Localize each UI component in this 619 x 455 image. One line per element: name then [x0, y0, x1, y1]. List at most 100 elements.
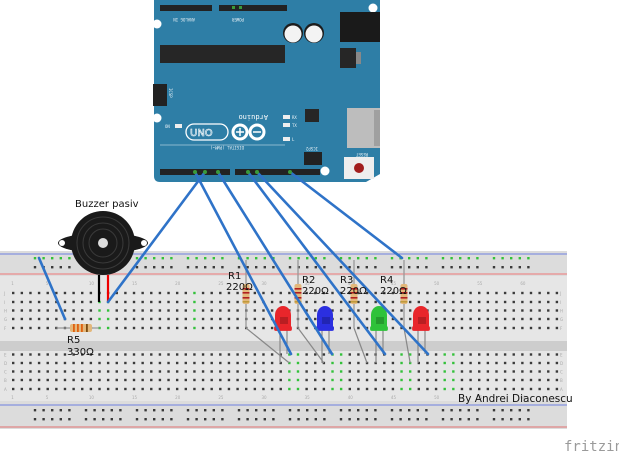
- rail-hole: [119, 409, 122, 412]
- resistor-band: [400, 301, 408, 303]
- led-red: [275, 306, 291, 330]
- breadboard-hole: [478, 378, 481, 382]
- row-letter: F: [4, 326, 7, 331]
- capacitor-top: [305, 25, 323, 43]
- breadboard-hole: [529, 309, 533, 312]
- breadboard-hole: [262, 353, 265, 356]
- breadboard-hole: [115, 387, 118, 391]
- breadboard-hole: [434, 370, 438, 373]
- breadboard-hole: [512, 370, 515, 373]
- breadboard-hole: [201, 387, 205, 391]
- breadboard-hole: [98, 361, 101, 365]
- breadboard-hole: [305, 378, 308, 382]
- rail-hole: [390, 266, 394, 269]
- resistor-band: [294, 288, 302, 290]
- arduino-wordmark: Arduino: [238, 113, 268, 121]
- l-label: L: [292, 137, 295, 142]
- resistor-band: [400, 292, 408, 294]
- breadboard-hole: [124, 361, 127, 365]
- breadboard-hole: [270, 387, 274, 391]
- rail-hole: [476, 418, 479, 421]
- rail-hole: [68, 266, 71, 269]
- breadboard-hole: [279, 291, 282, 295]
- breadboard-hole: [55, 387, 58, 391]
- breadboard-hole: [434, 300, 438, 304]
- rail-hole: [501, 257, 504, 260]
- breadboard-hole: [219, 309, 222, 312]
- column-number: 10: [89, 395, 95, 400]
- breadboard-hole: [46, 361, 49, 365]
- rail-hole: [357, 266, 360, 269]
- breadboard-hole: [348, 378, 351, 382]
- breadboard-hole: [460, 326, 464, 330]
- breadboard-hole: [175, 370, 179, 373]
- regulator-tab: [356, 52, 361, 64]
- breadboard-hole: [12, 353, 15, 356]
- breadboard-hole: [383, 300, 386, 304]
- breadboard-hole: [495, 326, 498, 330]
- rail-hole: [510, 409, 513, 412]
- breadboard-hole: [227, 317, 231, 321]
- buzzer-ring: [82, 222, 124, 264]
- rail-hole: [323, 418, 326, 421]
- breadboard-hole: [270, 291, 274, 295]
- rail-hole: [186, 418, 190, 421]
- breadboard-hole: [150, 353, 153, 356]
- breadboard-hole: [469, 361, 472, 365]
- rail-hole: [408, 418, 411, 421]
- breadboard-hole: [227, 387, 231, 391]
- breadboard-hole: [236, 353, 239, 356]
- digital-header-high: [235, 169, 320, 175]
- rail-hole: [102, 418, 105, 421]
- breadboard-hole: [512, 309, 515, 312]
- breadboard-hole: [150, 309, 153, 312]
- breadboard-hole: [331, 309, 334, 312]
- breadboard-hole: [478, 361, 481, 365]
- rail-hole: [33, 266, 37, 269]
- breadboard-hole: [245, 353, 248, 356]
- breadboard-hole: [434, 317, 438, 321]
- breadboard-hole: [193, 317, 196, 321]
- breadboard-hole: [184, 370, 187, 373]
- breadboard-hole: [538, 361, 541, 365]
- breadboard-hole: [201, 291, 205, 295]
- breadboard-hole: [365, 378, 369, 382]
- rail-hole: [408, 409, 411, 412]
- breadboard-hole: [521, 387, 524, 391]
- breadboard-hole: [365, 300, 369, 304]
- breadboard-hole: [374, 291, 377, 295]
- breadboard-hole: [132, 317, 136, 321]
- breadboard-hole: [55, 378, 58, 382]
- breadboard-hole: [12, 317, 15, 321]
- rail-hole: [527, 266, 530, 269]
- wire-gnd-to-r5: [37, 256, 67, 321]
- breadboard-hole: [270, 309, 274, 312]
- breadboard-hole: [210, 291, 213, 295]
- rail-hole: [374, 418, 377, 421]
- breadboard-hole: [434, 309, 438, 312]
- rail-hole: [314, 257, 317, 260]
- breadboard-hole: [219, 291, 222, 295]
- breadboard-hole: [314, 361, 317, 365]
- rail-hole: [42, 418, 45, 421]
- breadboard-hole: [150, 326, 153, 330]
- breadboard-hole: [141, 361, 144, 365]
- rail-hole: [255, 266, 258, 269]
- rail-hole: [323, 266, 326, 269]
- rail-hole: [153, 418, 156, 421]
- breadboard-hole: [314, 370, 317, 373]
- rail-hole: [119, 418, 122, 421]
- column-number: 60: [520, 281, 526, 286]
- breadboard-hole: [46, 309, 49, 312]
- header-pin-gnd: [232, 6, 235, 9]
- breadboard-hole: [63, 300, 67, 304]
- breadboard-hole: [236, 309, 239, 312]
- breadboard-hole: [158, 326, 162, 330]
- row-letter: J: [559, 291, 561, 296]
- header-connection: [255, 170, 259, 174]
- breadboard-hole: [357, 370, 360, 373]
- breadboard-hole: [124, 309, 127, 312]
- rail-hole: [68, 257, 71, 260]
- breadboard-hole: [210, 309, 213, 312]
- breadboard-hole: [115, 326, 118, 330]
